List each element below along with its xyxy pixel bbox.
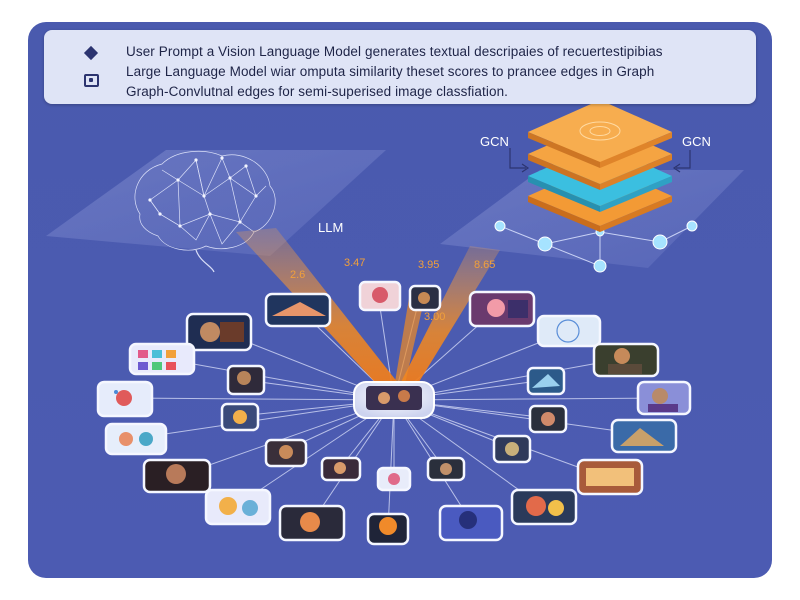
image-tile: [104, 422, 168, 456]
image-tile: [358, 280, 402, 312]
image-tile: [376, 466, 412, 492]
image-tile: [366, 512, 410, 546]
image-tile: [636, 380, 692, 416]
llm-label: LLM: [318, 220, 343, 235]
image-tile: [142, 458, 212, 494]
image-tile: [220, 402, 260, 432]
image-tile: [528, 404, 568, 434]
image-tile: [408, 284, 442, 312]
score-value: 3.00: [424, 311, 445, 323]
prompt-box: User Prompt a Vision Language Model gene…: [44, 30, 756, 104]
image-tiles: [96, 280, 692, 546]
score-value: 3.95: [418, 259, 439, 271]
image-tile: [592, 342, 660, 378]
image-tile: [510, 488, 578, 526]
gcn-right-label: GCN: [682, 134, 711, 149]
image-tile: [320, 456, 362, 482]
diamond-icon: [83, 45, 99, 61]
image-tile: [468, 290, 536, 328]
image-tile: [438, 504, 504, 542]
diagram-card: LLM GCN GCN 2.6 3.47 3.95 8.65 3.00 User…: [28, 22, 772, 578]
image-tile: [526, 366, 566, 396]
gcn-layer-stack: [528, 100, 672, 232]
hub-node: [353, 381, 435, 419]
llm-plane: [46, 150, 386, 256]
gcn-arrows: [509, 148, 691, 173]
image-icon: [84, 74, 99, 87]
image-tile: [128, 342, 196, 376]
image-tile: [426, 456, 466, 482]
image-tile: [278, 504, 346, 542]
image-tile: [492, 434, 532, 464]
image-tile: [96, 380, 154, 418]
gcn-left-label: GCN: [480, 134, 509, 149]
image-tile: [226, 364, 266, 396]
image-tile: [204, 488, 272, 526]
score-value: 8.65: [474, 259, 495, 271]
prompt-line-2: Large Language Model wiar omputa similar…: [126, 64, 655, 79]
image-tile: [576, 458, 644, 496]
image-tile: [264, 292, 332, 328]
image-tile: [536, 314, 602, 348]
diagram-canvas: LLM GCN GCN 2.6 3.47 3.95 8.65 3.00: [46, 100, 744, 546]
score-value: 2.6: [290, 269, 305, 281]
image-tile: [264, 438, 308, 468]
image-tile: [185, 312, 253, 352]
image-tile: [610, 418, 678, 454]
score-value: 3.47: [344, 257, 365, 269]
prompt-line-3: Graph-Convlutnal edges for semi-superise…: [126, 84, 509, 99]
prompt-line-1: User Prompt a Vision Language Model gene…: [126, 44, 663, 59]
